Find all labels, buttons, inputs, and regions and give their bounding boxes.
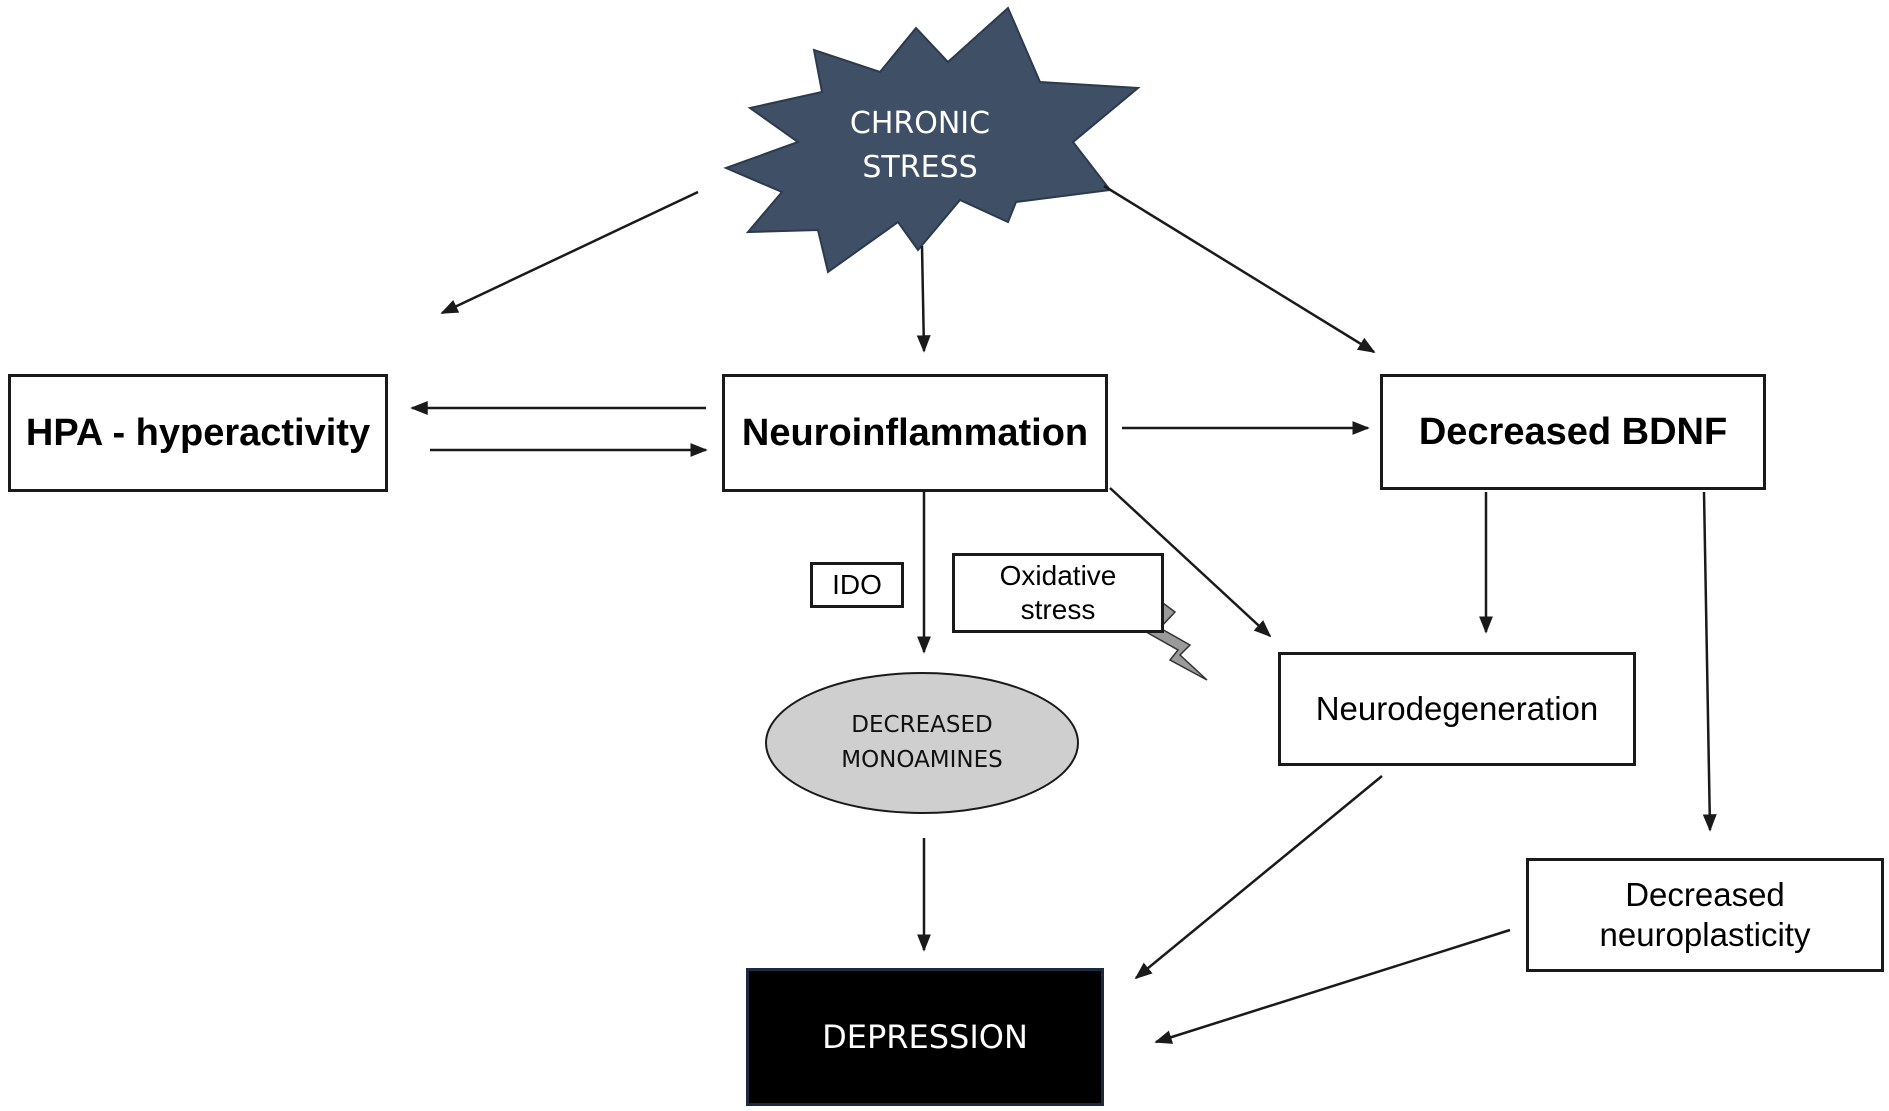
arrow-neurodegeneration-to-depression	[1134, 775, 1383, 980]
oxidative-stress-line1: Oxidative	[999, 560, 1117, 592]
decreased-bdnf-label: Decreased BDNF	[1418, 410, 1728, 453]
arrow-stress-to-bdnf	[1103, 184, 1376, 354]
arrow-neuroinflammation-to-neurodegeneration	[1109, 487, 1272, 638]
decreased-monoamines-line2: MONOAMINES	[841, 746, 1003, 773]
chronic-stress-label: CHRONIC STRESS	[820, 102, 1020, 189]
depression-box: DEPRESSION	[746, 968, 1104, 1106]
decreased-neuroplasticity-line1: Decreased	[1625, 876, 1785, 914]
chronic-stress-burst	[723, 6, 1141, 274]
oxidative-stress-line2: stress	[1020, 594, 1096, 625]
neuroinflammation-box: Neuroinflammation	[722, 374, 1108, 492]
decreased-bdnf-box: Decreased BDNF	[1380, 374, 1766, 490]
arrow-stress-to-hpa	[440, 190, 699, 315]
hpa-hyperactivity-label: HPA - hyperactivity	[25, 411, 371, 454]
decreased-monoamines-label: DECREASED MONOAMINES	[772, 708, 1072, 777]
chronic-stress-line1: CHRONIC	[849, 106, 991, 141]
ido-label: IDO	[832, 569, 882, 601]
decreased-monoamines-ellipse	[765, 672, 1079, 814]
depression-label: DEPRESSION	[822, 1018, 1028, 1056]
arrow-neuroplasticity-to-depression	[1154, 928, 1511, 1044]
decreased-monoamines-line1: DECREASED	[851, 712, 993, 738]
decreased-neuroplasticity-box: Decreased neuroplasticity	[1526, 858, 1884, 972]
neuroinflammation-label: Neuroinflammation	[741, 411, 1089, 454]
ido-box: IDO	[810, 562, 904, 608]
decreased-neuroplasticity-line2: neuroplasticity	[1599, 916, 1811, 953]
arrow-bdnf-to-neuroplasticity	[1702, 491, 1717, 832]
oxidative-stress-box: Oxidative stress	[952, 553, 1164, 633]
neurodegeneration-box: Neurodegeneration	[1278, 652, 1636, 766]
arrow-stress-to-neuroinflammation	[916, 245, 931, 353]
hpa-hyperactivity-box: HPA - hyperactivity	[8, 374, 388, 492]
chronic-stress-line2: STRESS	[862, 149, 978, 185]
neurodegeneration-label: Neurodegeneration	[1315, 690, 1599, 728]
